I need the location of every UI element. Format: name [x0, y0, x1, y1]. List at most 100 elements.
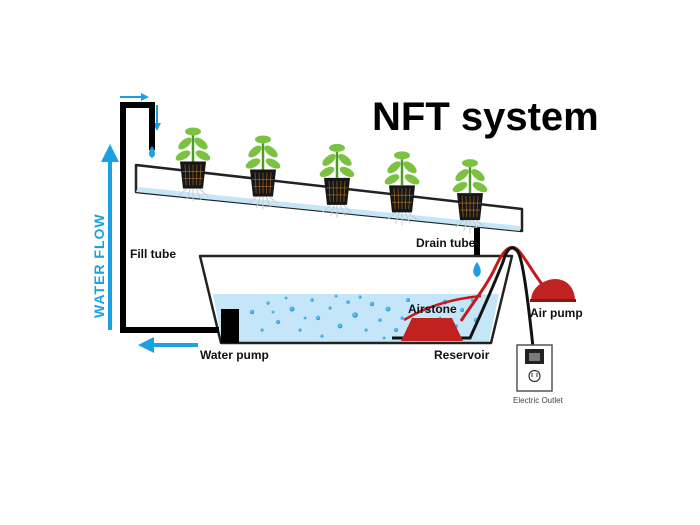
- plant-leaf: [264, 145, 278, 158]
- plant-leaf: [338, 153, 352, 166]
- plant-leaf: [185, 127, 201, 136]
- bubble: [406, 298, 410, 302]
- plant-leaf: [452, 181, 468, 193]
- reservoir-label: Reservoir: [434, 348, 490, 362]
- bubble: [266, 301, 270, 305]
- plant-root: [186, 187, 192, 200]
- plant-root: [265, 195, 272, 208]
- water-pump-label: Water pump: [200, 348, 269, 362]
- bubble: [271, 310, 275, 314]
- bubble: [382, 336, 386, 340]
- plant-leaf: [472, 181, 488, 193]
- outlet-switch-window: [529, 353, 540, 361]
- air-lines: [392, 245, 554, 348]
- bubble: [298, 328, 302, 332]
- plant-leaf: [404, 174, 420, 185]
- airstone-label: Airstone: [408, 302, 457, 316]
- plant-leaf: [194, 137, 208, 150]
- air-pump-base: [530, 299, 576, 302]
- plant-leaf: [255, 135, 271, 144]
- bubble: [315, 315, 321, 321]
- plant-leaf: [387, 161, 401, 174]
- outlet-plate: [516, 344, 553, 392]
- air-pump-label: Air pump: [530, 306, 583, 320]
- reservoir-bubbles: [249, 294, 486, 340]
- outlet-socket: [528, 369, 541, 383]
- plant-leaf: [248, 145, 262, 158]
- bubble: [249, 309, 255, 315]
- plant: [175, 127, 211, 202]
- airstone-line: [403, 294, 482, 322]
- fill-tube: [120, 102, 239, 343]
- plant-leaf: [455, 169, 469, 182]
- bubble: [276, 320, 280, 324]
- bubble: [358, 295, 362, 299]
- plant: [319, 143, 355, 218]
- bubble: [346, 300, 350, 304]
- fill-tube-pipe: [120, 102, 219, 333]
- drain-tube-pipe: [474, 228, 480, 255]
- plant-leaf: [245, 158, 261, 169]
- bubble: [460, 308, 464, 312]
- bubble: [334, 294, 338, 298]
- up-arrow-icon: [101, 144, 119, 162]
- air-pump-body: [531, 279, 575, 301]
- bubble: [352, 312, 358, 318]
- drain-tube-label: Drain tube: [416, 236, 476, 250]
- airstone: [401, 318, 463, 341]
- water-pump: [221, 309, 239, 343]
- reservoir-tank: [198, 254, 514, 345]
- reservoir: [198, 254, 514, 345]
- channel-water: [136, 187, 520, 231]
- plant-leaf: [322, 153, 336, 166]
- water-flow-indicator: WATER FLOW: [91, 93, 198, 353]
- right-arrow-icon: [141, 93, 149, 101]
- bubble: [284, 296, 288, 300]
- bubble: [385, 306, 391, 312]
- plant-root: [463, 218, 469, 232]
- left-arrow-icon: [138, 337, 154, 353]
- plant-leaf: [319, 166, 335, 178]
- plant-leaf: [265, 158, 281, 169]
- plant-row: [175, 127, 488, 234]
- nft-channel: [134, 127, 524, 234]
- plant-root: [330, 203, 336, 217]
- plant-leaf: [175, 150, 191, 161]
- bubble: [369, 301, 375, 307]
- plant-root: [395, 211, 401, 224]
- bubble: [303, 316, 307, 320]
- bubble: [394, 328, 398, 332]
- plant-root: [195, 187, 202, 200]
- electric-outlet-label: Electric Outlet: [513, 396, 564, 405]
- air-pump: [530, 279, 576, 302]
- plant-leaf: [384, 174, 400, 185]
- plant-leaf: [178, 137, 192, 150]
- plant: [384, 151, 420, 226]
- bubble: [328, 306, 332, 310]
- bubble: [289, 306, 295, 312]
- bubble: [378, 318, 382, 322]
- plant-root: [339, 203, 346, 217]
- plant-leaf: [329, 143, 345, 152]
- plant: [245, 135, 281, 210]
- bubble: [260, 328, 264, 332]
- plant-leaf: [403, 161, 417, 174]
- power-cord: [392, 246, 535, 348]
- bubble: [364, 328, 368, 332]
- plant: [452, 159, 488, 234]
- water-flow-label: WATER FLOW: [91, 213, 107, 318]
- bubble: [470, 298, 474, 302]
- plant-root: [404, 211, 411, 224]
- fill-tube-label: Fill tube: [130, 247, 176, 261]
- diagram-title: NFT system: [372, 95, 599, 139]
- plant-root: [256, 195, 262, 208]
- drain-tube: [473, 228, 481, 277]
- plant-leaf: [339, 166, 355, 178]
- water-drop-icon: [149, 146, 155, 158]
- plant-leaf: [394, 151, 410, 160]
- plant-leaf: [195, 150, 211, 161]
- drain-drop-icon: [473, 262, 481, 277]
- bubble: [337, 323, 343, 329]
